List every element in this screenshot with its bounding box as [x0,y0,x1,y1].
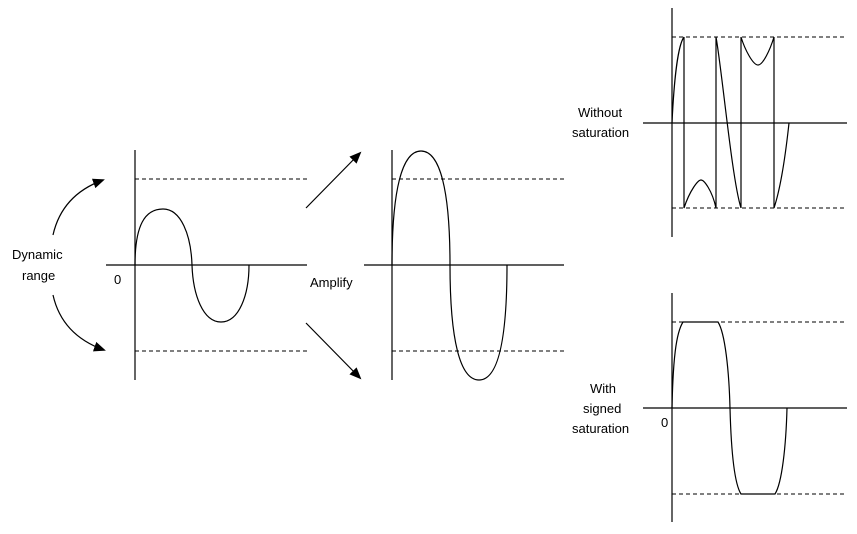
dynamic-range-indicator: Dynamic range [12,178,106,352]
original-signal-panel: 0 [106,150,307,380]
dynamic-range-label-line1: Dynamic [12,247,63,262]
amplify-up-arrow [305,151,362,209]
wraparound-waveform [671,36,790,209]
amplified-signal-panel [364,150,564,381]
with-saturation-label-line1: With [590,381,616,396]
without-saturation-label-line2: saturation [572,125,629,140]
dynamic-range-label-line2: range [22,268,55,283]
zero-label-left: 0 [114,272,121,287]
amplified-sine-wave [391,150,508,381]
amplify-label: Amplify [310,275,353,290]
amplify-down-arrow [305,322,362,380]
with-saturation-label-line3: saturation [572,421,629,436]
without-saturation-label-line1: Without [578,105,622,120]
dynamic-range-down-arrow [52,294,106,352]
zero-label-bottom-right: 0 [661,415,668,430]
without-saturation-panel: Without saturation [572,8,847,237]
with-signed-saturation-panel: With signed saturation 0 [572,293,847,522]
with-saturation-label-line2: signed [583,401,621,416]
amplify-indicator: Amplify [305,151,362,380]
clipped-waveform [671,321,788,495]
dynamic-range-up-arrow [52,178,105,236]
original-sine-wave [134,208,250,323]
